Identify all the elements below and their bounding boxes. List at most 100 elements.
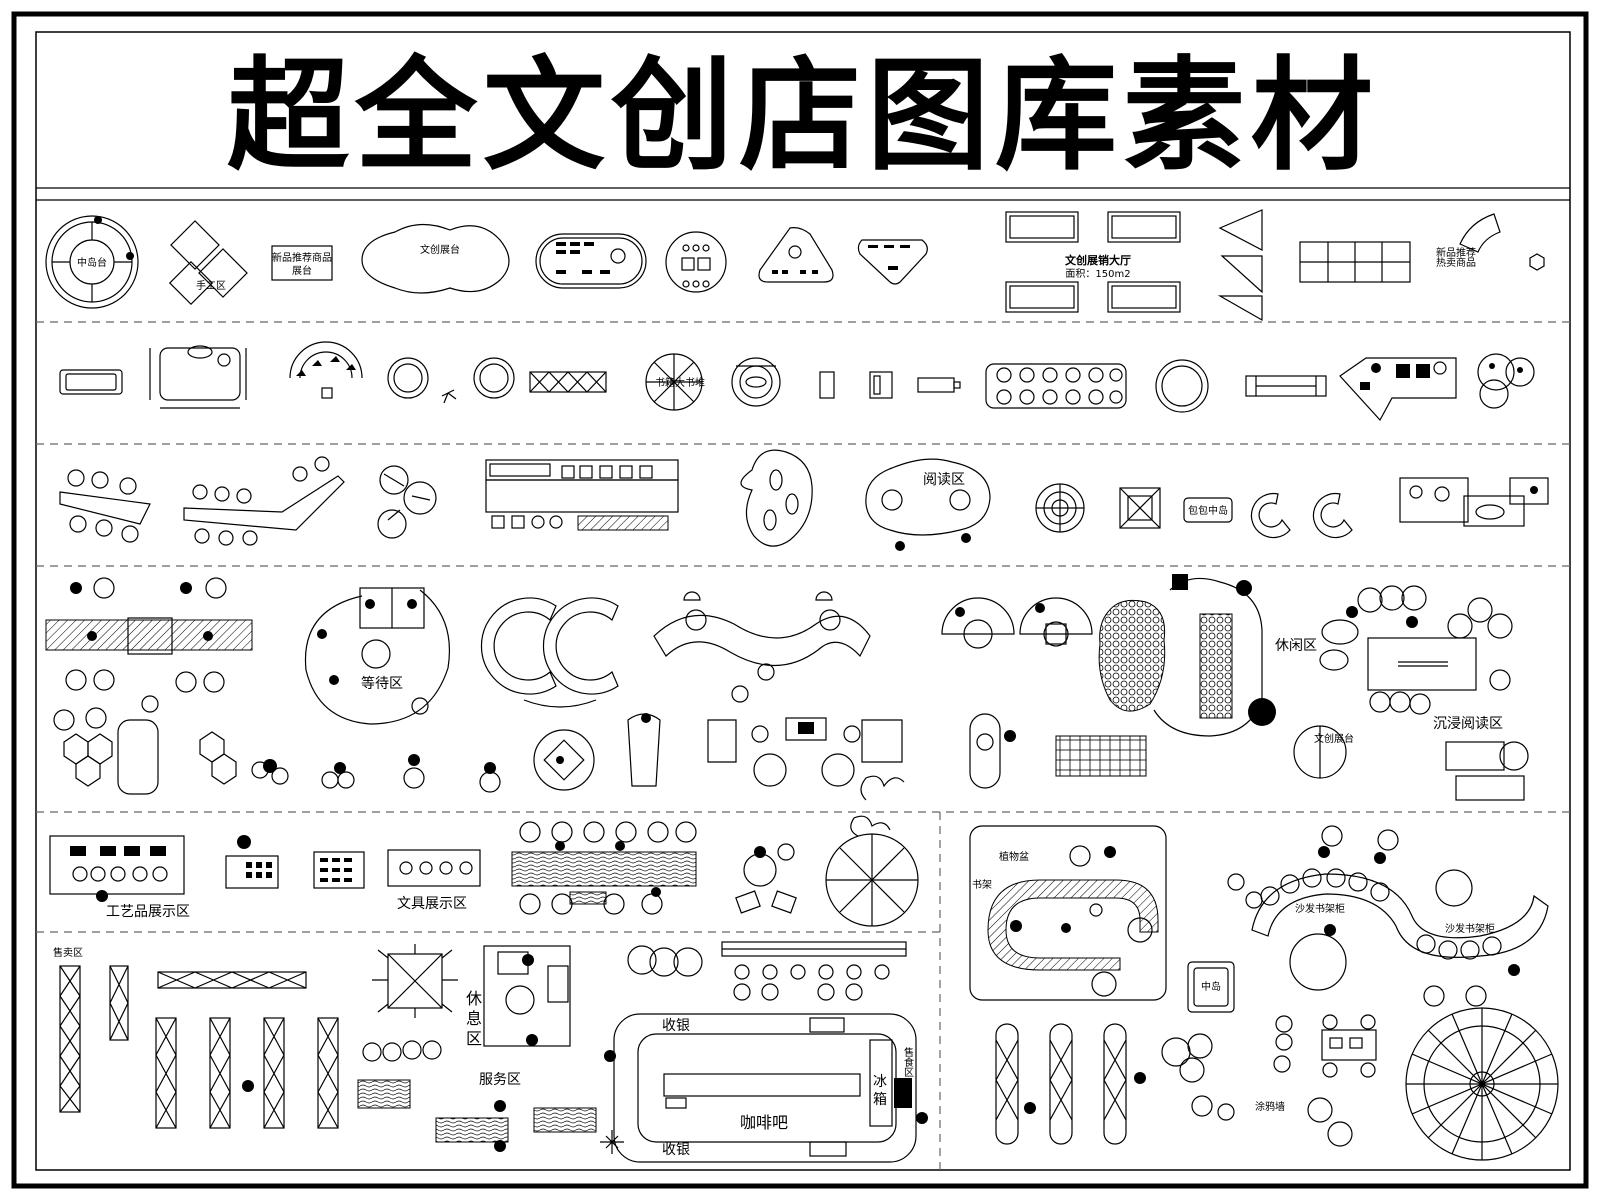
corner-seating-groups [707,717,903,787]
round-display-pod [665,231,727,293]
island-kiosk: 中岛 [1187,961,1235,1013]
svg-text:面积：150m2: 面积：150m2 [1065,268,1130,280]
book-pile-round-table: 书籍大书堆 [645,353,705,411]
hexagon-marker [1529,253,1545,271]
immersive-reading-label: 沉浸阅读区 [1433,715,1503,732]
knit-rug-area [1098,574,1276,737]
bench-with-chairs [45,577,253,693]
plant-clusters [1161,1015,1293,1083]
svg-text:咖啡吧: 咖啡吧 [740,1113,788,1132]
svg-text:手工区: 手工区 [196,279,226,292]
exhibition-hall-layout: 文创展销大厅 面积：150m2 [1005,211,1181,313]
inner-frame [35,31,1571,1171]
svg-text:包包中岛: 包包中岛 [1188,504,1228,517]
svg-text:新品推荐商品: 新品推荐商品 [272,251,332,264]
dining-table-set [1321,985,1487,1078]
tree-circles [377,465,437,539]
svg-text:收银: 收银 [662,1018,690,1034]
angled-table-seats-1 [59,469,151,543]
long-counter-with-stools [485,459,679,531]
creative-display-stand: 文创展台 [361,223,510,294]
svg-text:文创展销大厅: 文创展销大厅 [1065,253,1131,267]
square-table-with-chairs [533,729,595,791]
pentagon-display-table [1339,357,1457,422]
stand-with-person [627,713,661,787]
long-wood-table-with-chairs [511,821,697,915]
curved-promo-stand: 新品推荐 热卖商品 [1436,213,1501,269]
blob-seating-area [740,449,813,547]
round-tables-pair [941,597,1093,649]
svg-text:展台: 展台 [292,264,312,277]
c-shaped-sofa-pair [480,597,619,708]
round-island-table: 中岛台 [45,215,139,309]
dimensioned-display-table [149,345,247,409]
cafe-bar-area: 收银 收银 咖啡吧 冰 箱 售食区 [600,1013,928,1163]
angled-table-seats-2 [183,456,345,546]
s-curve-sofa-bookshelf: 沙发书架柜 沙发书架柜 [1227,825,1549,991]
outer-frame [11,11,1589,1189]
side-display-cabinet [59,369,123,395]
long-bench [1245,375,1327,397]
wave-sofa [653,591,871,703]
craft-area-tables: 手工区 [168,220,248,306]
c-shaped-seats [1250,492,1353,539]
arc-seating-group [289,341,363,399]
triangle-shelf-stack [1217,209,1263,322]
rest-area: 休 息 区 [466,945,571,1048]
svg-text:文创展台: 文创展台 [1314,732,1354,745]
svg-text:售卖区: 售卖区 [53,946,83,959]
svg-text:休: 休 [466,989,482,1008]
small-round-table [735,843,797,914]
waiting-area: 等待区 [304,587,451,725]
stationery-display-area: 文具展示区 [387,849,481,912]
svg-text:息: 息 [466,1009,482,1028]
hexagon-display-table [857,239,928,285]
shrubs-row [627,945,703,977]
oval-display-table [535,233,647,289]
svg-text:区: 区 [466,1029,482,1048]
svg-text:冰: 冰 [873,1074,887,1090]
svg-text:中岛台: 中岛台 [77,256,107,269]
svg-text:文具展示区: 文具展示区 [397,896,467,912]
leisure-area: 休闲区 [1275,585,1513,715]
svg-text:文创展台: 文创展台 [420,243,460,256]
small-display-cabinets [819,371,961,399]
radial-umbrella-seating [1405,1007,1559,1161]
svg-text:涂鸦墙: 涂鸦墙 [1255,1100,1285,1113]
bookshelf-ring-area: 植物盆 书架 [969,825,1167,1001]
page-title: 超全文创店图库素材 [227,43,1379,187]
svg-text:书架: 书架 [972,879,992,891]
square-display-frame [1119,487,1161,529]
craft-display-area: 工艺品展示区 [49,835,190,920]
new-product-stand: 新品推荐商品 展台 [271,245,333,281]
wheel-round-table [1035,483,1085,533]
triangle-display-table [758,227,834,283]
svg-text:休闲区: 休闲区 [1275,638,1317,654]
plants-row [362,1040,442,1062]
person-figures-row [251,754,501,793]
round-kiosk-pair [387,357,515,404]
svg-text:收银: 收银 [662,1142,690,1158]
svg-text:箱: 箱 [873,1092,887,1108]
svg-text:等待区: 等待区 [361,675,403,692]
cabinet-with-seat [969,713,1016,789]
svg-text:服务区: 服务区 [479,1072,521,1088]
circle-display-table [985,363,1127,409]
bag-island: 包包中岛 [1183,497,1233,523]
service-area: 服务区 [435,1072,597,1152]
circle-cluster [1477,353,1535,409]
svg-text:沙发书架柜: 沙发书架柜 [1295,902,1345,915]
tree-vertical [850,775,905,837]
split-round-stand: 文创展台 [1293,725,1354,779]
rectangular-counter [1299,241,1411,283]
cabinet-row-bottom [1445,741,1529,801]
tall-shelves-right [995,1023,1146,1145]
sales-area-shelves: 售卖区 [53,946,339,1129]
graffiti-wall: 涂鸦墙 [1191,1095,1353,1147]
reading-area: 阅读区 [865,458,991,551]
hexagon-seating [53,695,237,795]
svg-text:工艺品展示区: 工艺品展示区 [106,904,190,920]
double-ring-table [1155,359,1209,413]
cabinet-cluster [1399,477,1549,527]
